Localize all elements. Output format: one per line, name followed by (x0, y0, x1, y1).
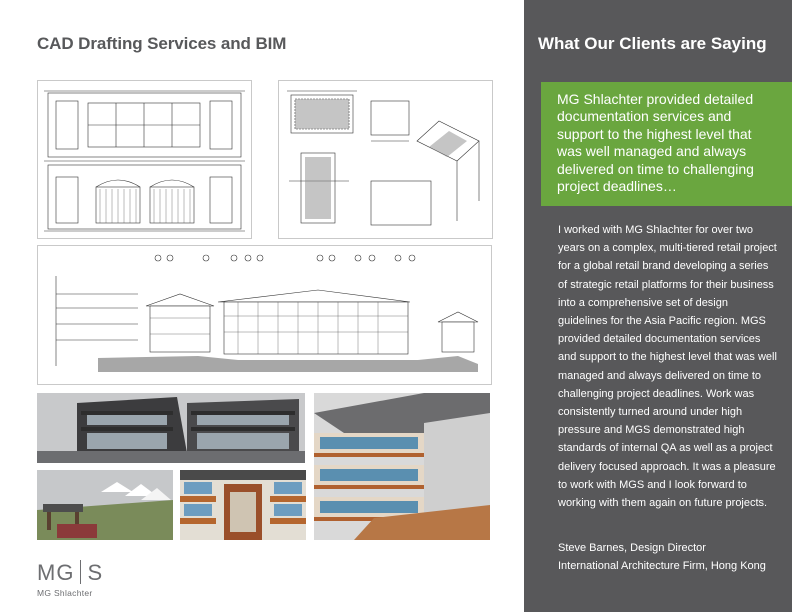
pull-quote-text: MG Shlachter provided detailed documenta… (557, 91, 754, 195)
pull-quote-box: MG Shlachter provided detailed documenta… (541, 82, 792, 206)
detail-drawings-image (278, 80, 493, 239)
render-exterior-dark-image (37, 393, 305, 463)
render-walkway-image (314, 393, 490, 540)
render-interior-court-image (180, 470, 306, 540)
logo-company-name: MG Shlachter (37, 588, 93, 598)
page-title: CAD Drafting Services and BIM (37, 34, 287, 53)
testimonial-company: International Architecture Firm, Hong Ko… (558, 560, 766, 572)
render-courtyard-tents-image (37, 470, 173, 540)
logo-left-letters: MG (37, 560, 75, 585)
elevation-drawing-image (37, 80, 252, 239)
testimonial-text: I worked with MG Shlachter for over two … (558, 224, 777, 510)
mgs-logo: MG S MG Shlachter (37, 560, 103, 598)
left-column: CAD Drafting Services and BIM (37, 34, 493, 598)
testimonial-author: Steve Barnes, Design Director (558, 542, 706, 554)
logo-mark: MG S (37, 560, 103, 586)
section-drawing-image (37, 245, 492, 385)
sidebar-title: What Our Clients are Saying (538, 34, 767, 53)
logo-divider (80, 560, 82, 584)
logo-right-letter: S (87, 560, 104, 585)
